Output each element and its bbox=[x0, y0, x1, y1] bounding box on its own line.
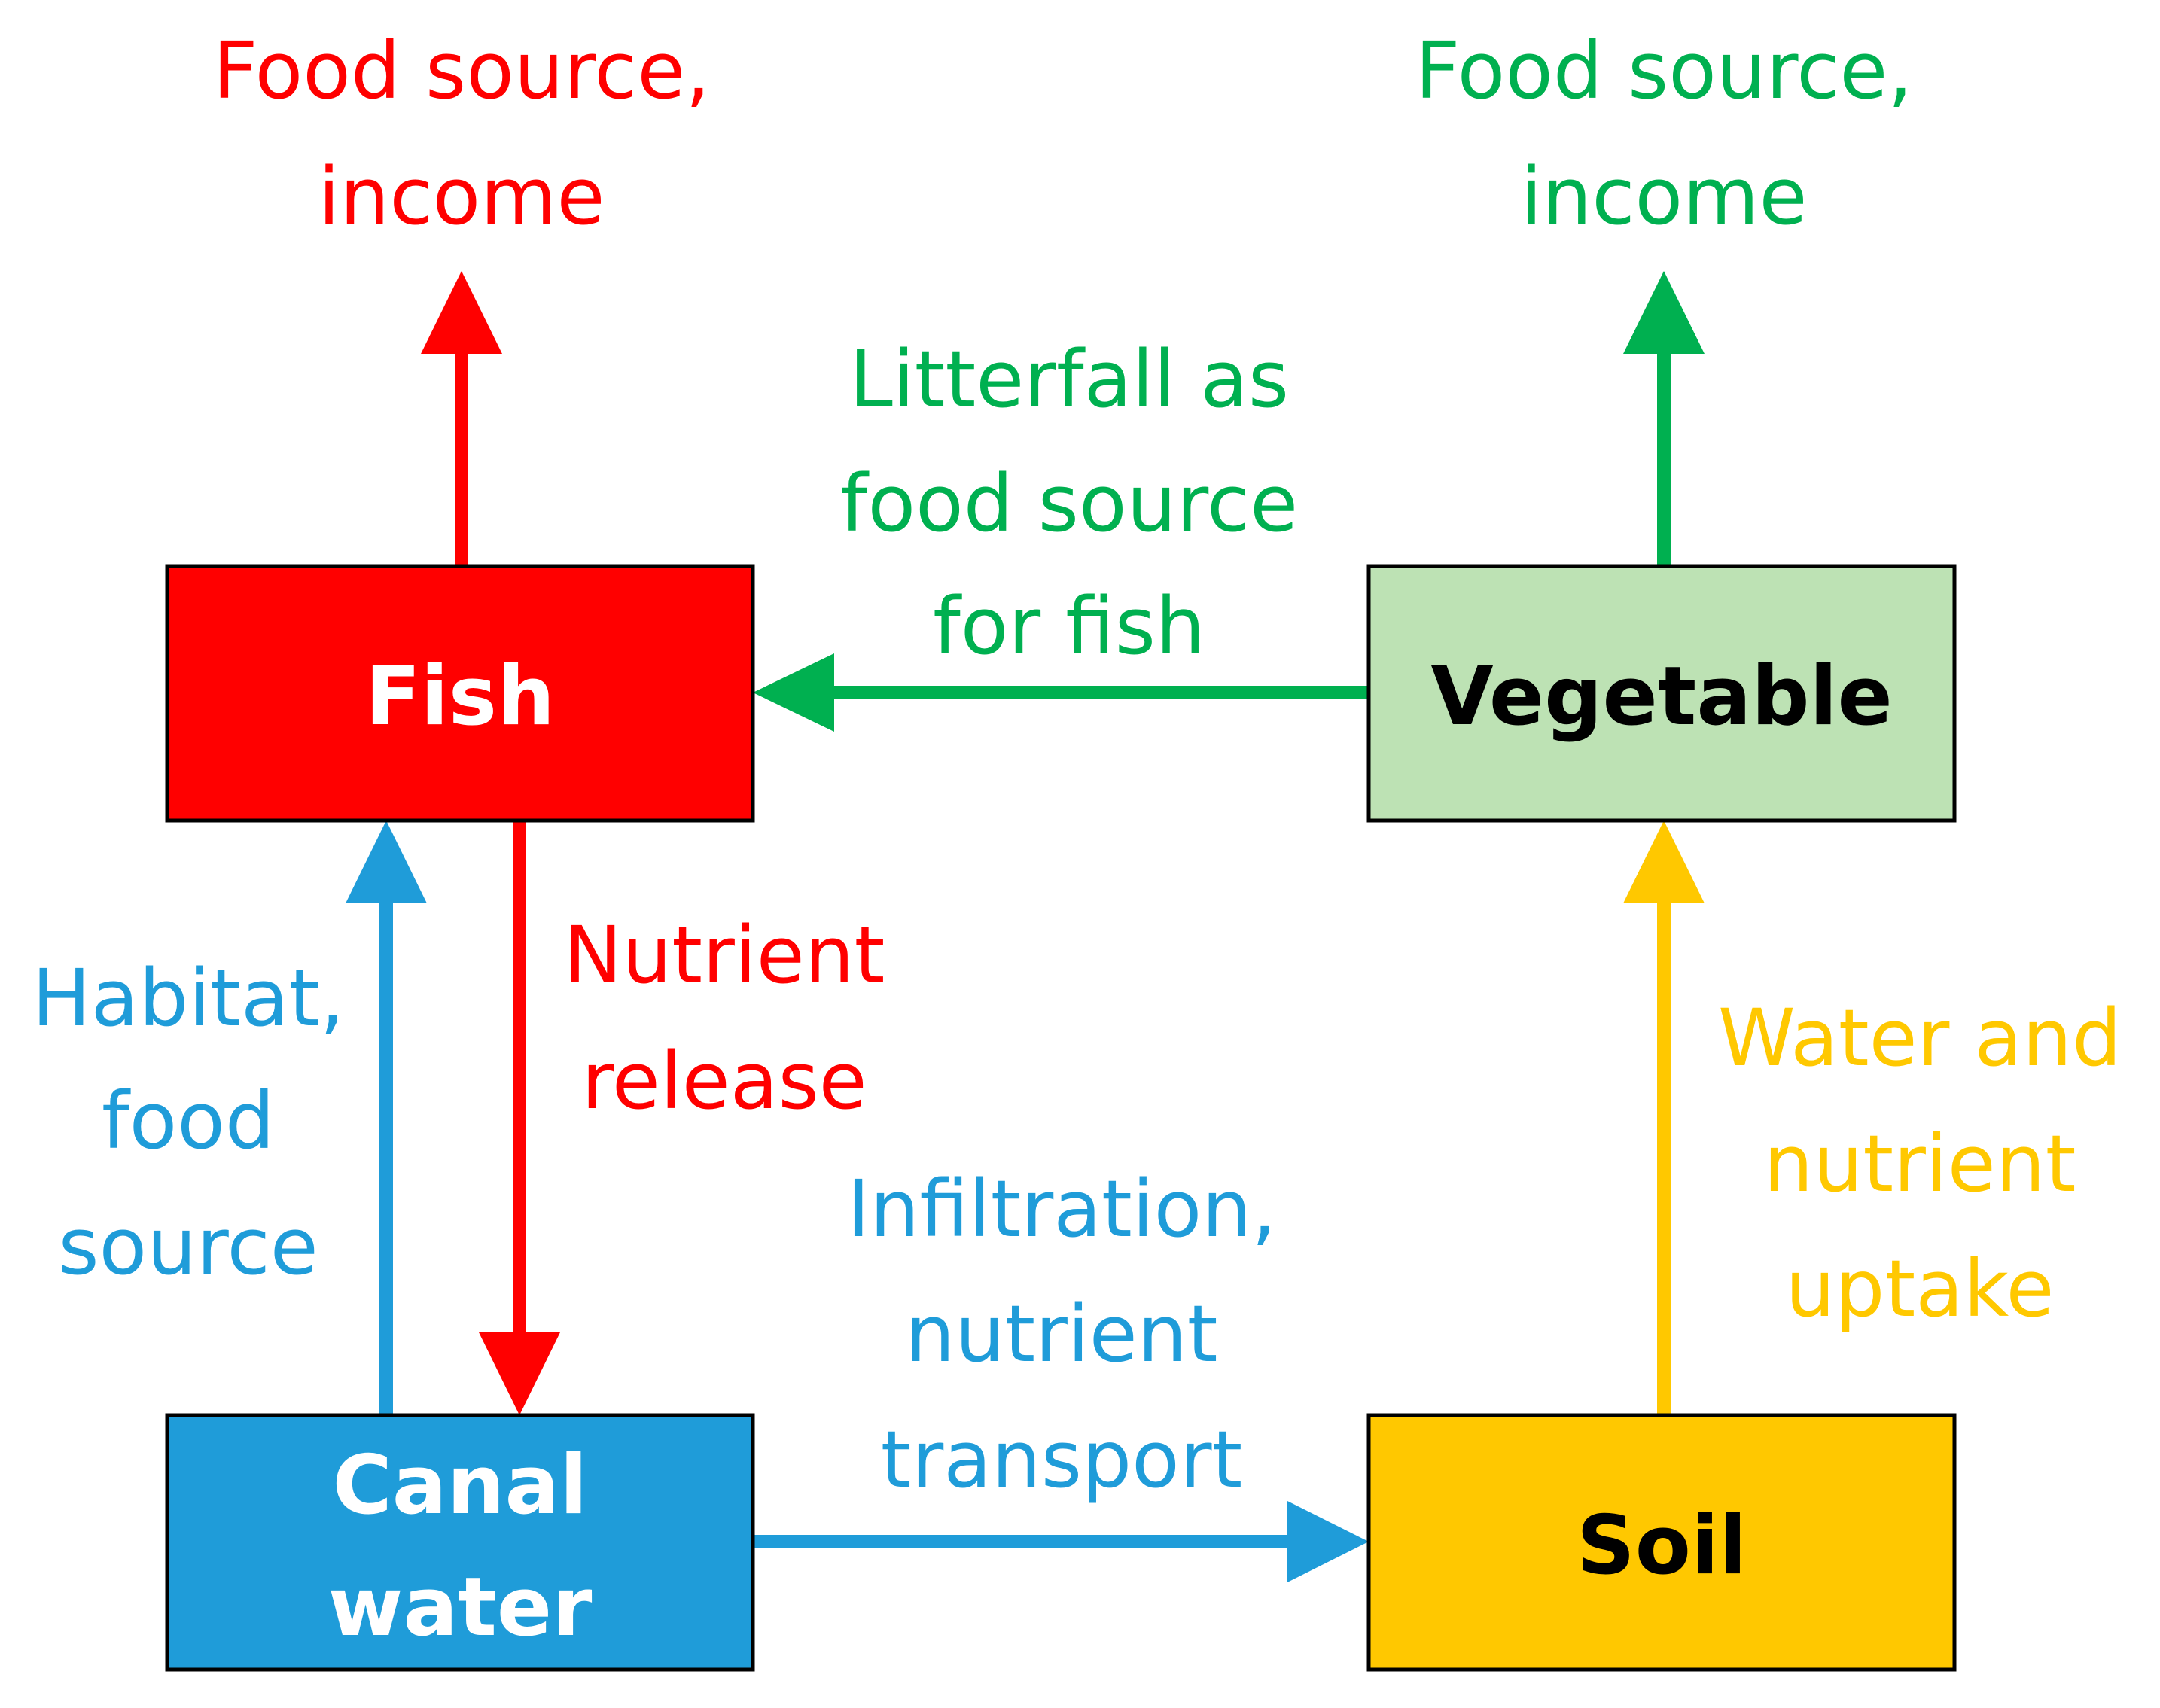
nutrient-release-label: Nutrient release bbox=[564, 909, 885, 1127]
vegetable-output-label-line2: income bbox=[1521, 151, 1808, 242]
node-canal-water-label-line2: water bbox=[328, 1560, 593, 1655]
litterfall-arrow bbox=[753, 653, 1369, 732]
water-uptake-arrow bbox=[1623, 821, 1705, 1415]
habitat-arrow bbox=[346, 821, 427, 1415]
litterfall-label: Litterfall as food source for fish bbox=[840, 333, 1298, 672]
infiltration-label: Infiltration, nutrient transport bbox=[847, 1163, 1277, 1506]
node-canal-water-label-line1: Canal bbox=[333, 1439, 588, 1533]
habitat-label-line1: Habitat, bbox=[32, 952, 344, 1044]
vegetable-output-label-line1: Food source, bbox=[1415, 25, 1913, 117]
vegetable-output-arrow bbox=[1623, 271, 1705, 566]
water-uptake-label-line3: uptake bbox=[1786, 1243, 2055, 1335]
nutrient-release-arrow bbox=[479, 821, 560, 1415]
node-fish-label: Fish bbox=[365, 650, 555, 744]
node-vegetable: Vegetable bbox=[1366, 564, 1957, 823]
infiltration-label-line1: Infiltration, bbox=[847, 1163, 1277, 1255]
fish-output-label: Food source, income bbox=[213, 25, 711, 242]
habitat-label: Habitat, food source bbox=[32, 952, 344, 1292]
infiltration-label-line3: transport bbox=[881, 1414, 1243, 1506]
litterfall-label-line3: for fish bbox=[933, 580, 1205, 672]
infiltration-arrow bbox=[753, 1501, 1369, 1582]
infiltration-label-line2: nutrient bbox=[906, 1288, 1218, 1380]
node-canal-water: Canal water bbox=[165, 1413, 755, 1672]
node-soil-label: Soil bbox=[1577, 1499, 1747, 1593]
node-vegetable-label: Vegetable bbox=[1430, 650, 1893, 744]
nutrient-release-label-line2: release bbox=[581, 1035, 867, 1127]
litterfall-label-line2: food source bbox=[840, 458, 1298, 550]
fish-output-label-line1: Food source, bbox=[213, 25, 711, 117]
water-uptake-label-line1: Water and bbox=[1718, 992, 2122, 1084]
vegetable-output-label: Food source, income bbox=[1415, 25, 1913, 242]
litterfall-label-line1: Litterfall as bbox=[849, 333, 1289, 425]
water-uptake-label-line2: nutrient bbox=[1764, 1118, 2076, 1210]
node-fish: Fish bbox=[165, 564, 755, 823]
node-soil: Soil bbox=[1366, 1413, 1957, 1672]
fish-output-label-line2: income bbox=[318, 151, 605, 242]
water-uptake-label: Water and nutrient uptake bbox=[1718, 992, 2122, 1335]
habitat-label-line3: source bbox=[58, 1201, 318, 1292]
nutrient-release-label-line1: Nutrient bbox=[564, 909, 885, 1001]
habitat-label-line2: food bbox=[102, 1075, 275, 1167]
fish-output-arrow bbox=[421, 271, 502, 566]
